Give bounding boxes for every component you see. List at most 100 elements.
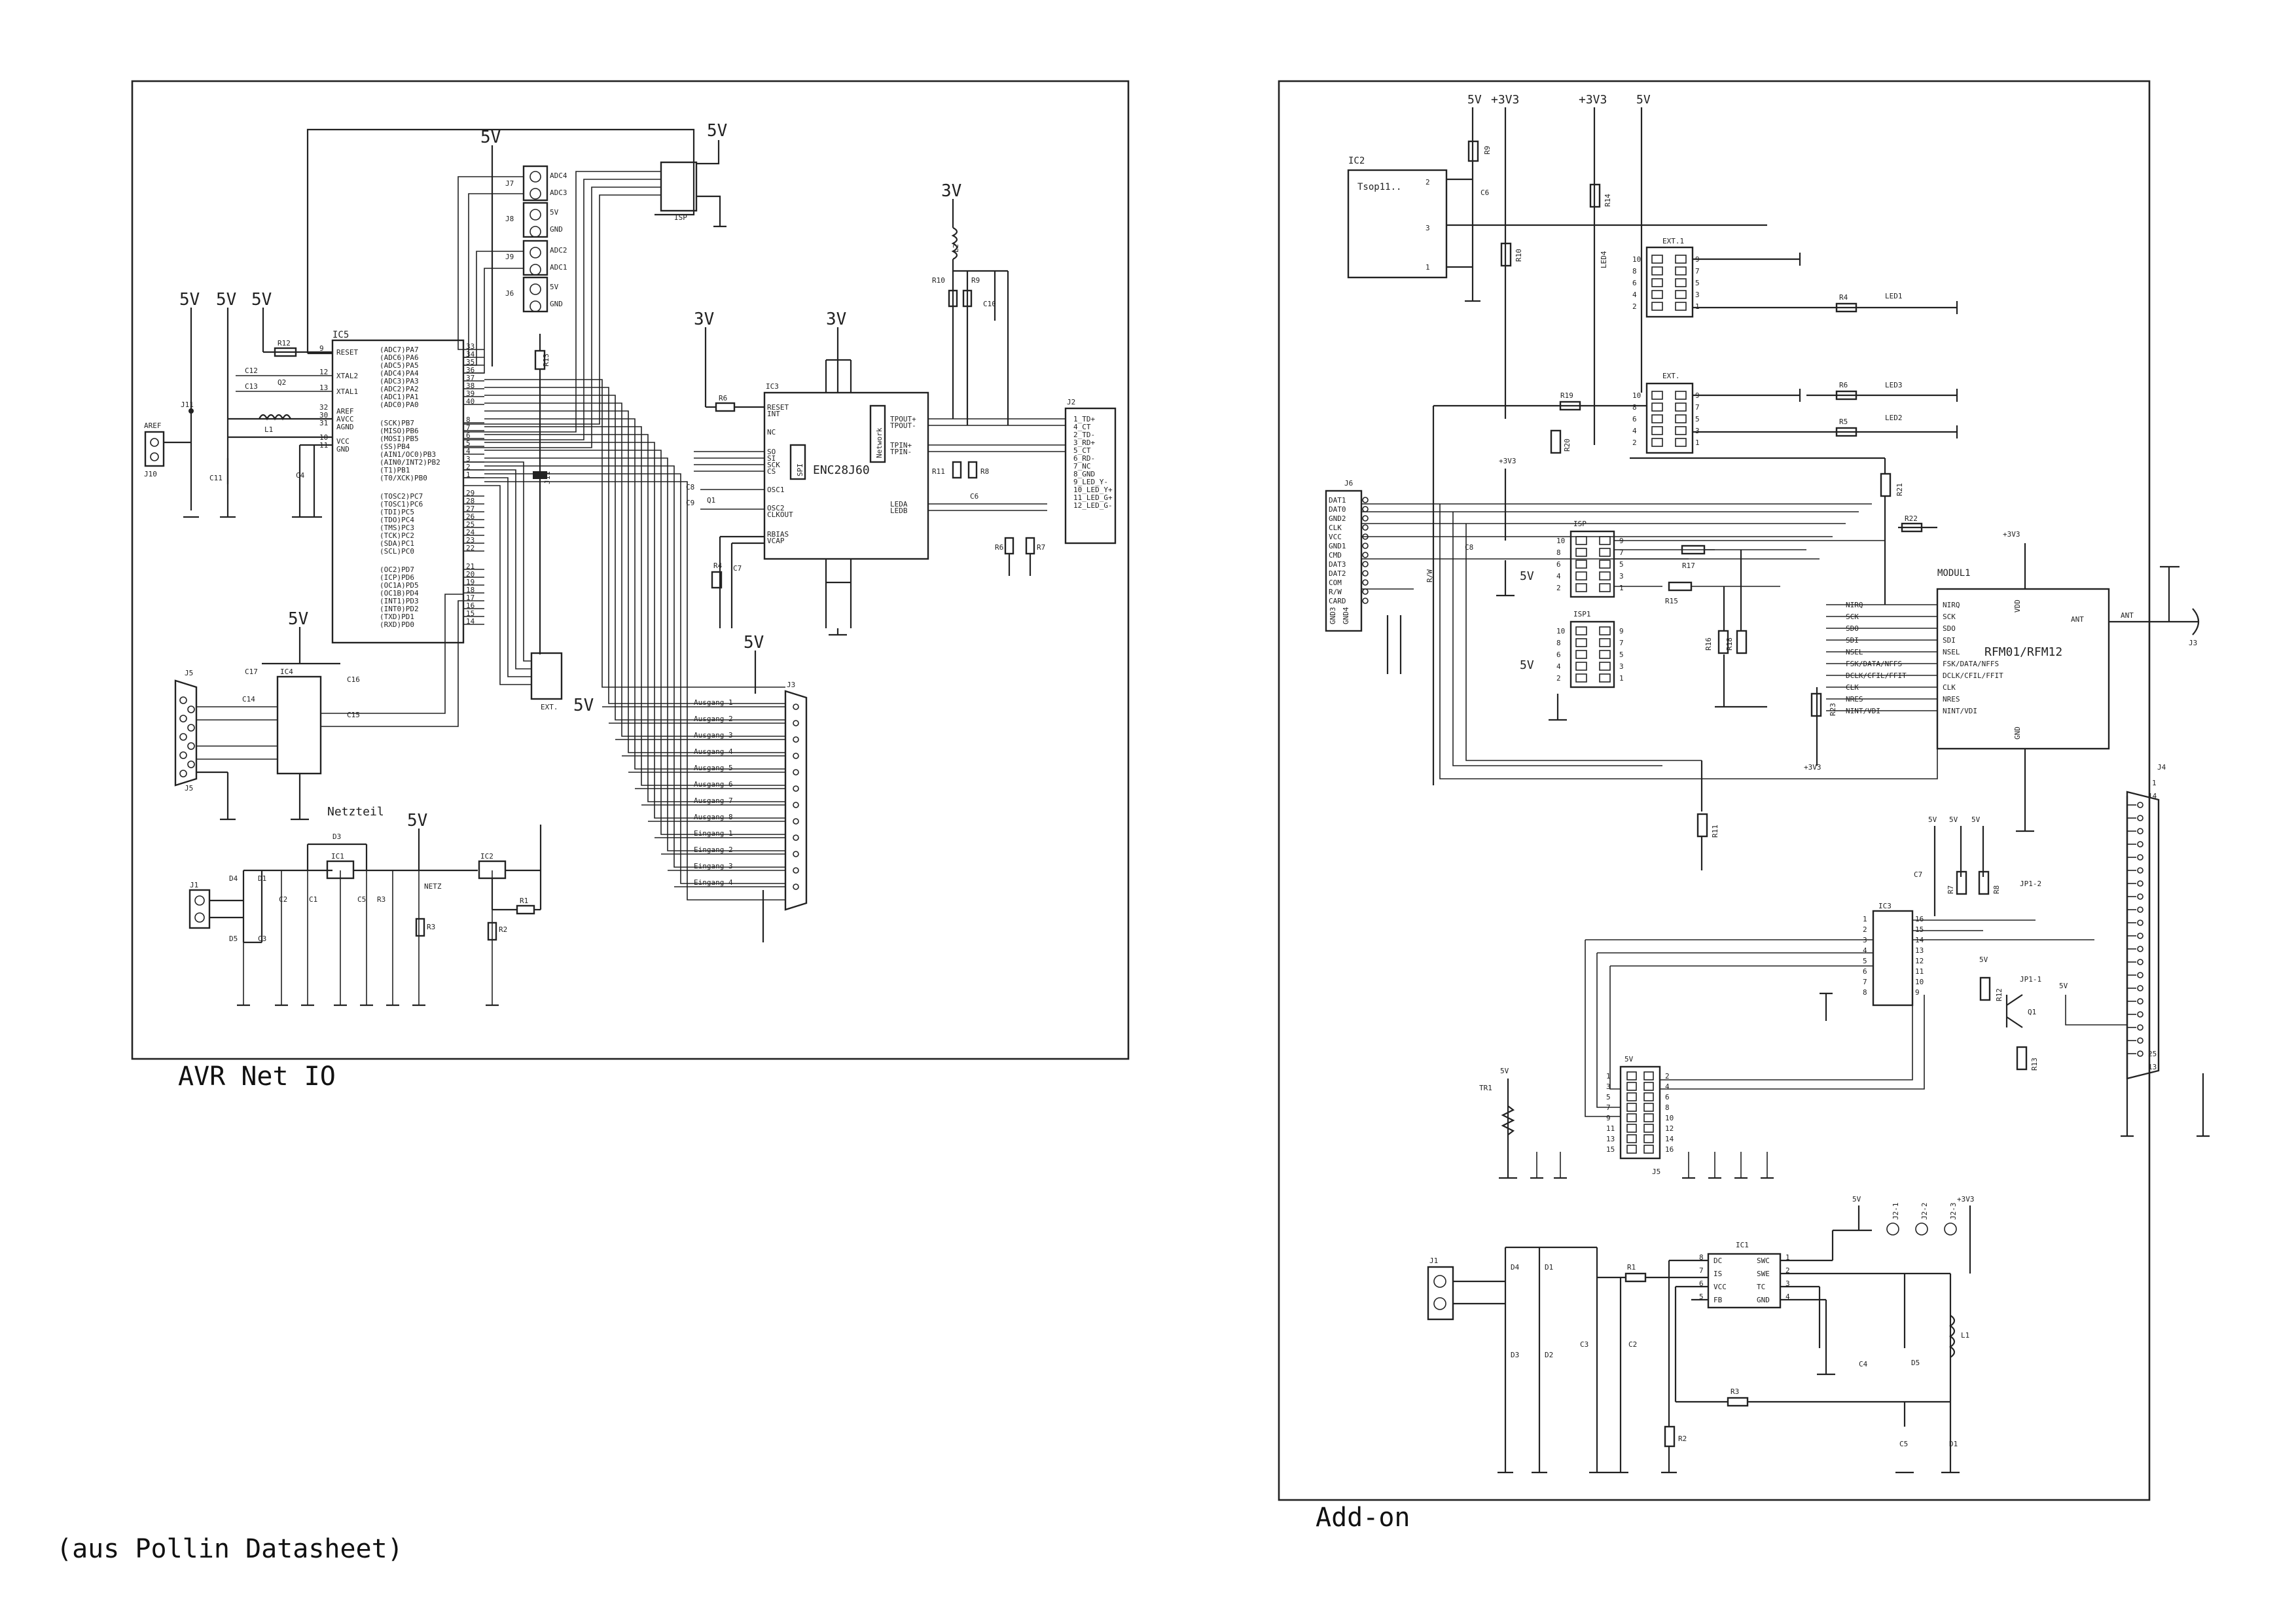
ic5-right-pin-num: 6 <box>466 431 471 440</box>
ic5-right-pin-num: 20 <box>466 570 475 579</box>
ic3r-pin-num: 11 <box>1915 967 1924 976</box>
left-c5-label: R3 <box>377 895 386 904</box>
j5-serial-section: 5V IC4 C17 C14 C16 C15 J5 J5 <box>174 594 463 821</box>
terminal-gnd-label-b: GND <box>550 300 563 308</box>
ic5-right-pin-num: 26 <box>466 512 475 521</box>
j5r-5v: 5V <box>1624 1055 1634 1063</box>
j3-pin <box>793 736 799 743</box>
j3-signal-label: Ausgang 5 <box>694 764 733 772</box>
header-pin-num: 10 <box>1556 627 1565 635</box>
j3-pin <box>793 802 799 808</box>
header-pin <box>1599 560 1611 569</box>
r10-net-label: R10 <box>932 276 945 285</box>
modul1-label: MODUL1 <box>1937 568 1971 579</box>
ic3r-pin-num: 7 <box>1863 978 1867 986</box>
ic5-right-pin-num: 39 <box>466 389 475 398</box>
ic5-right-pin-num: 23 <box>466 536 475 544</box>
aref-label: AREF <box>144 421 162 430</box>
r13-right-label: R13 <box>2030 1058 2039 1071</box>
r15-label: R15 <box>1665 597 1678 605</box>
j4-pin <box>2137 880 2144 887</box>
header-pin <box>1651 302 1663 311</box>
ic5-right-pin-num: 16 <box>466 601 475 610</box>
ic5-right-pin-num: 36 <box>466 366 475 374</box>
modul-inner-pin: NIRQ <box>1943 601 1960 609</box>
bus-wire <box>484 426 785 786</box>
isp1-5v: 5V <box>1520 658 1534 672</box>
ic3-right-pin: LEDB <box>890 507 908 515</box>
j4-pin13: 13 <box>2148 1063 2157 1071</box>
ic5-left-pin-name: VCC <box>336 437 350 446</box>
header-pin <box>1599 536 1611 545</box>
left-ext-label: EXT. <box>541 703 558 711</box>
j4-pin14: 14 <box>2148 792 2157 800</box>
header-pin-num: 8 <box>1556 548 1561 557</box>
modul-inner-pin: CLK <box>1943 683 1956 692</box>
j2-3-label: J2-3 <box>1949 1203 1958 1221</box>
j9-label: J9 <box>505 253 514 261</box>
j4-pin <box>2137 919 2144 926</box>
j3-pin <box>793 720 799 726</box>
j3-signal-label: Eingang 2 <box>694 846 733 854</box>
ic5-right-pin-num: 18 <box>466 586 475 594</box>
terminal-5v-label-b: 5V <box>550 283 559 291</box>
ic5-right-pin-name: (ADC1)PA1 <box>380 393 419 401</box>
q2-label: Q2 <box>278 378 286 387</box>
right-c2-label: C3 <box>1580 1340 1588 1349</box>
j5r-pin <box>1626 1134 1637 1143</box>
ic5-label: IC5 <box>332 330 349 340</box>
ic1r-left-num: 8 <box>1699 1253 1704 1262</box>
bus-wire <box>484 387 785 704</box>
header-pin-num: 8 <box>1556 639 1561 647</box>
j5r-pin-num: 10 <box>1665 1114 1674 1122</box>
left-r2-label: R2 <box>499 925 507 934</box>
right-ic1-label: IC1 <box>1736 1241 1749 1249</box>
header-pin-num: 10 <box>1632 391 1641 400</box>
j4-pin <box>2137 828 2144 834</box>
ic5-right-pin-name: (TOSC2)PC7 <box>380 492 423 501</box>
j3-signal-label: Ausgang 4 <box>694 747 733 756</box>
j3-label: J3 <box>787 681 795 689</box>
isp-5v: 5V <box>1520 569 1534 583</box>
header-pin-num: 1 <box>1695 438 1700 447</box>
j2-pin: 6_RD- <box>1073 454 1095 463</box>
ic5-right-pin-name: (TDI)PC5 <box>380 508 414 516</box>
r17-label: R17 <box>1682 562 1695 570</box>
header-pin-num: 3 <box>1619 662 1624 671</box>
j5r-pin <box>1626 1082 1637 1091</box>
terminal-adc3-label: ADC3 <box>550 188 567 197</box>
header-pin-num: 6 <box>1632 279 1637 287</box>
bus-wire <box>484 395 785 721</box>
c7-ic3-label: C7 <box>733 564 742 573</box>
header-pin <box>1675 438 1687 447</box>
bus-wire <box>484 379 785 688</box>
d1-label: D5 <box>229 935 238 943</box>
terminal-screw <box>529 283 541 295</box>
r7-led-label: R7 <box>1037 543 1045 552</box>
terminal-screw <box>529 209 541 221</box>
j6-pin: DAT2 <box>1329 569 1346 578</box>
j6-pin: COM <box>1329 579 1342 587</box>
r5-right-label: R5 <box>1839 418 1848 426</box>
j5r-pin <box>1626 1071 1637 1080</box>
ic5-left-pin-num: 30 <box>319 411 328 419</box>
terminal-adc1-label: ADC1 <box>550 263 567 272</box>
modul-name: RFM01/RFM12 <box>1984 645 2062 659</box>
c8-ic3-label: C8 <box>686 483 694 491</box>
left-isp-5v: 5V <box>707 121 727 141</box>
header-pin <box>1675 302 1687 311</box>
modul-inner-pin: FSK/DATA/NFFS <box>1943 660 1999 668</box>
supply-5v-c: 5V <box>251 290 272 310</box>
left-supply-rails: 5V 5V 5V R12 C12 Q2 C13 L1 C11 C4 AREF J… <box>144 290 332 518</box>
j5r-pin-num: 14 <box>1665 1135 1674 1143</box>
j8-label: J8 <box>505 215 514 223</box>
ic5-right-pin-name: (SCL)PC0 <box>380 547 414 556</box>
header-pin-num: 10 <box>1556 537 1565 545</box>
ic5-right-pin-num: 37 <box>466 374 475 382</box>
r9-right-label: R9 <box>1483 146 1492 154</box>
header-pin-num: 10 <box>1632 255 1641 264</box>
header-pin <box>1675 414 1687 423</box>
j3-signal-label: Ausgang 2 <box>694 715 733 723</box>
ic3r-5v-b: 5V <box>1949 815 1958 824</box>
terminal-gnd-label-a: GND <box>550 225 563 234</box>
